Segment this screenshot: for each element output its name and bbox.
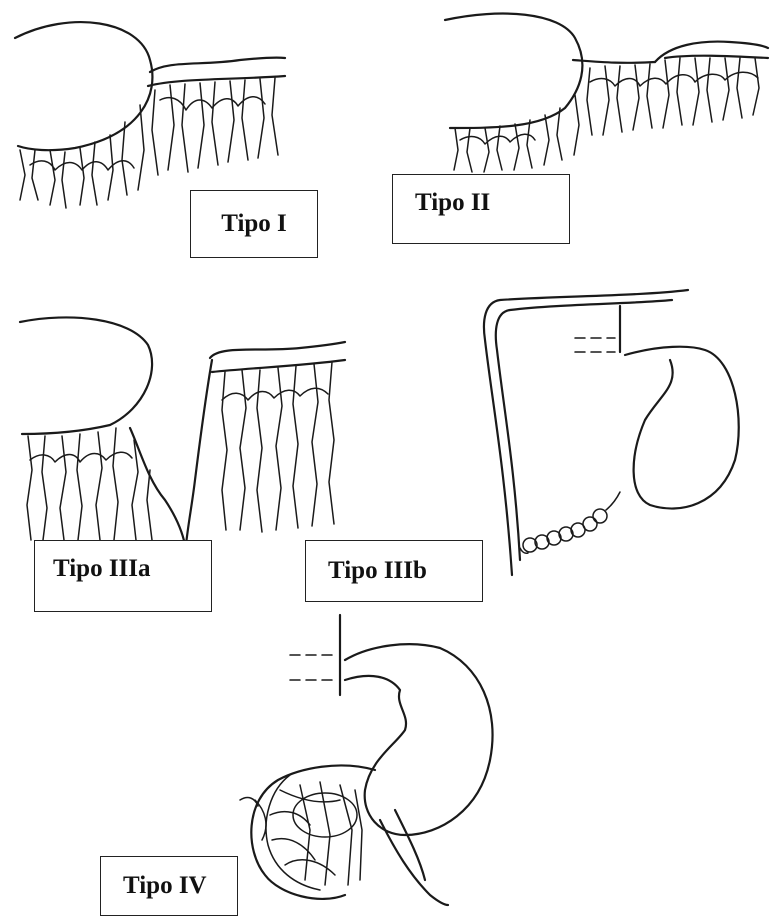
tipo-1-mucosa-top — [150, 58, 285, 72]
label-tipo-4: Tipo IV — [100, 856, 238, 916]
tipo-4-hernia-wall — [266, 775, 320, 890]
tipo-2-mucosa-right — [655, 42, 768, 62]
label-tipo-3b: Tipo IIIb — [305, 540, 483, 602]
tipo-1-mucosa-base — [148, 76, 285, 86]
label-tipo-3a: Tipo IIIa — [34, 540, 212, 612]
label-tipo-3a-text: Tipo IIIa — [53, 555, 151, 583]
panel-tipo-3b-drawing — [484, 290, 739, 575]
tipo-2-villi — [454, 58, 759, 172]
tipo-4-stomach — [345, 644, 493, 835]
tipo-3a-right-mucosa — [210, 342, 345, 358]
label-tipo-1-text: Tipo I — [221, 210, 287, 238]
label-tipo-3b-text: Tipo IIIb — [328, 557, 427, 585]
tipo-3b-coil — [520, 492, 620, 553]
tipo-3a-gap-left — [130, 428, 185, 545]
panel-tipo-1-drawing — [15, 22, 285, 208]
tipo-2-bulge — [445, 14, 582, 128]
label-tipo-2-text: Tipo II — [415, 189, 490, 217]
tipo-3b-outer-wall — [484, 290, 688, 575]
tipo-3a-gap-right — [186, 360, 212, 545]
label-tipo-2: Tipo II — [392, 174, 570, 244]
tipo-1-bulge — [15, 22, 152, 150]
tipo-3b-stomach — [625, 347, 739, 509]
tipo-4-herniated-sac — [251, 765, 375, 898]
label-tipo-1: Tipo I — [190, 190, 318, 258]
tipo-2-mucosa-left — [573, 60, 655, 63]
panel-tipo-3a-drawing — [20, 317, 345, 545]
label-tipo-4-text: Tipo IV — [123, 872, 207, 900]
panel-tipo-4-drawing — [240, 615, 493, 905]
tipo-3a-left-bulge — [20, 317, 152, 434]
panel-tipo-2-drawing — [445, 14, 768, 172]
tipo-3a-villi — [27, 362, 334, 540]
